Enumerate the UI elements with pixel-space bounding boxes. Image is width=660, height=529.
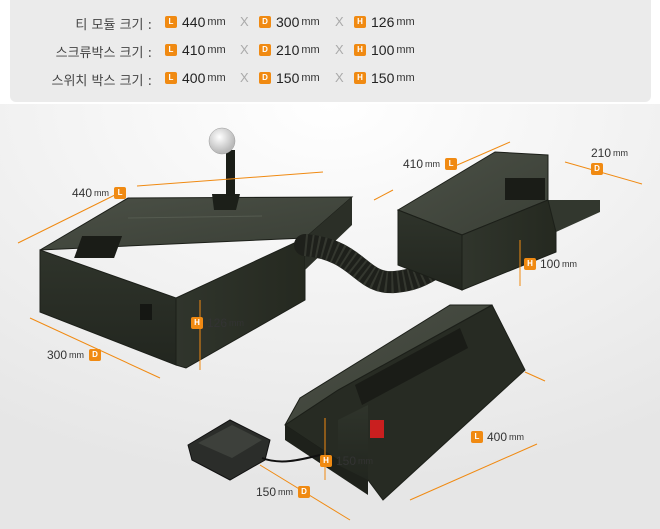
length-badge: L — [165, 16, 177, 28]
times-sign: X — [240, 42, 249, 57]
value: 410 — [182, 42, 206, 58]
value: 440 — [182, 14, 206, 30]
tee-depth-spec: D 300 mm — [259, 14, 320, 30]
tee-length-callout: 440 mm L — [72, 186, 127, 200]
joystick-stick — [226, 150, 235, 196]
unit: mm — [301, 16, 320, 28]
switch-depth-callout: 150 mm D — [256, 485, 311, 499]
screw-box — [396, 151, 600, 291]
value: 300 — [47, 348, 68, 362]
height-badge: H — [354, 44, 366, 56]
value: 210 — [276, 42, 300, 58]
golf-ball-icon — [208, 127, 236, 155]
switch-length-spec: L 400 mm — [165, 70, 226, 86]
tee-depth-callout: 300 mm D — [47, 348, 102, 362]
switch-height-spec: H 150 mm — [354, 70, 415, 86]
pedal-cable — [261, 454, 321, 463]
tee-height-spec: H 126 mm — [354, 14, 415, 30]
value: 400 — [182, 70, 206, 86]
dimension-lines — [17, 141, 643, 521]
switch-height-callout: H 150 mm — [320, 454, 373, 468]
value: 440 — [72, 186, 93, 200]
value: 126 — [207, 316, 228, 330]
unit: mm — [207, 16, 226, 28]
value: 100 — [371, 42, 395, 58]
depth-badge: D — [298, 486, 311, 498]
unit: mm — [562, 259, 578, 269]
length-badge: L — [114, 187, 127, 199]
value: 126 — [371, 14, 395, 30]
value: 410 — [403, 157, 424, 171]
unit: mm — [207, 44, 226, 56]
times-sign: X — [335, 14, 344, 29]
height-badge: H — [524, 258, 536, 270]
height-badge: H — [354, 16, 366, 28]
tee-height-callout: H 126 mm — [191, 316, 244, 330]
times-sign: X — [335, 70, 344, 85]
unit: mm — [396, 16, 415, 28]
switch-depth-spec: D 150 mm — [259, 70, 320, 86]
height-badge: H — [354, 72, 366, 84]
port-opening — [140, 304, 152, 320]
spec-panel — [10, 0, 651, 102]
screw-height-callout: H 100 mm — [524, 257, 577, 271]
depth-badge: D — [259, 44, 271, 56]
unit: mm — [396, 44, 415, 56]
screw-length-callout: 410 mm L — [403, 157, 458, 171]
unit: mm — [278, 487, 294, 497]
spec-label-screw: 스크류박스 크기 : — [55, 46, 152, 61]
screw-depth-callout: 210 mm — [591, 146, 628, 160]
depth-badge: D — [89, 349, 102, 361]
length-badge: L — [165, 72, 177, 84]
length-badge: L — [445, 158, 458, 170]
power-switch-icon — [370, 420, 384, 438]
value: 100 — [540, 257, 561, 271]
foot-pedal — [187, 419, 321, 481]
unit: mm — [301, 72, 320, 84]
screw-length-spec: L 410 mm — [165, 42, 226, 58]
unit: mm — [229, 318, 245, 328]
value: 400 — [487, 430, 508, 444]
times-sign: X — [335, 42, 344, 57]
depth-badge: D — [591, 163, 603, 175]
unit: mm — [509, 432, 525, 442]
unit: mm — [396, 72, 415, 84]
screw-depth-spec: D 210 mm — [259, 42, 320, 58]
unit: mm — [94, 188, 110, 198]
height-badge: H — [191, 317, 203, 329]
height-badge: H — [320, 455, 332, 467]
value: 150 — [336, 454, 357, 468]
value: 210 — [591, 146, 612, 160]
times-sign: X — [240, 14, 249, 29]
spec-label-switch: 스위치 박스 크기 : — [51, 74, 153, 89]
value: 150 — [256, 485, 277, 499]
value: 300 — [276, 14, 300, 30]
switch-length-callout: L 400 mm — [471, 430, 524, 444]
depth-badge: D — [259, 16, 271, 28]
unit: mm — [69, 350, 85, 360]
times-sign: X — [240, 70, 249, 85]
product-photo — [0, 104, 660, 529]
length-badge: L — [165, 44, 177, 56]
screw-height-spec: H 100 mm — [354, 42, 415, 58]
unit: mm — [301, 44, 320, 56]
tee-length-spec: L 440 mm — [165, 14, 226, 30]
length-badge: L — [471, 431, 483, 443]
value: 150 — [276, 70, 300, 86]
unit: mm — [425, 159, 441, 169]
unit: mm — [613, 148, 629, 158]
unit: mm — [207, 72, 226, 84]
value: 150 — [371, 70, 395, 86]
depth-badge: D — [259, 72, 271, 84]
spec-label-tee: 티 모듈 크기 : — [75, 18, 152, 33]
unit: mm — [358, 456, 374, 466]
display-panel — [355, 328, 468, 405]
